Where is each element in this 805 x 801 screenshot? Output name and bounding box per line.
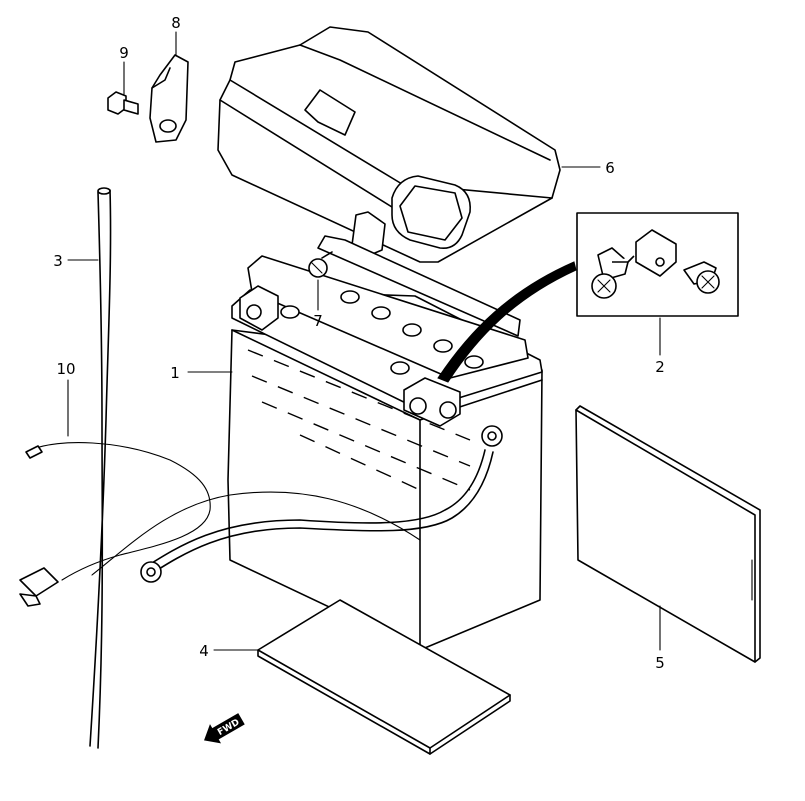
vent-caps [340, 290, 484, 369]
part-5-plate [575, 405, 761, 663]
battery-terminal-negative [239, 285, 300, 331]
part-9-bolt [107, 91, 139, 115]
callout-2: 2 [655, 358, 665, 376]
part-4-battery-pad [257, 599, 511, 755]
callout-4: 4 [199, 642, 209, 660]
part-3-breather-tube [89, 187, 112, 749]
callout-3: 3 [53, 252, 63, 270]
part-6-battery-cover [217, 26, 561, 263]
callout-8: 8 [171, 14, 181, 32]
part-8-bracket [149, 54, 189, 143]
fwd-arrow-icon [204, 713, 245, 744]
part-1-battery [227, 235, 543, 651]
callout-5: 5 [655, 654, 665, 672]
positive-cable [437, 261, 577, 383]
battery-lead-cable [140, 425, 503, 583]
leader-lines [67, 31, 661, 651]
callout-6: 6 [605, 159, 615, 177]
fwd-direction-indicator: FWD [204, 713, 245, 744]
battery-terminal-positive [390, 361, 461, 427]
part-10-ground-wire [19, 442, 421, 607]
callout-10: 10 [56, 360, 75, 378]
callout-1: 1 [170, 364, 180, 382]
part-7-cover-bolt [308, 251, 333, 278]
callout-labels: 1 2 3 4 5 6 7 8 9 10 [53, 14, 665, 672]
part-2-terminal-bolt-set [576, 212, 739, 317]
callout-7: 7 [313, 312, 323, 330]
callout-9: 9 [119, 44, 129, 62]
